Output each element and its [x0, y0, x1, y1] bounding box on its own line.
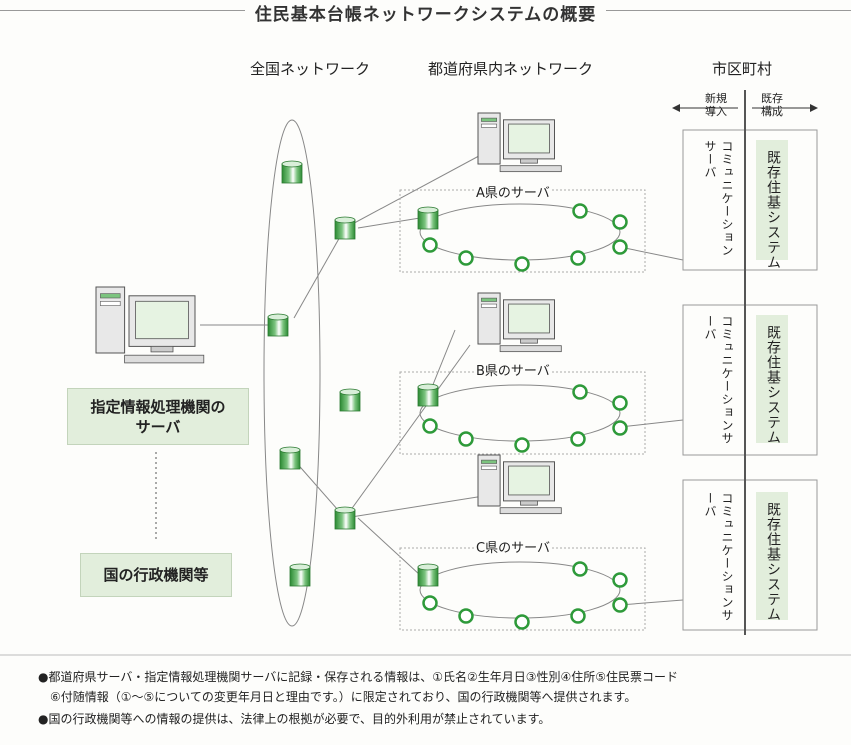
- communication-server-c: コミュニケーションサーバ: [703, 492, 734, 622]
- terminal-node-icon: [612, 239, 628, 255]
- terminal-node-icon: [570, 431, 586, 447]
- terminal-node-icon: [514, 614, 530, 630]
- router-icon: [279, 446, 301, 470]
- heading-prefectural-network: 都道府県内ネットワーク: [428, 60, 594, 78]
- router-icon: [334, 506, 356, 530]
- computer-icon: [477, 292, 562, 353]
- router-icon: [339, 388, 361, 412]
- municipal-box-b: [682, 304, 818, 456]
- diagram-title: 住民基本台帳ネットワークシステムの概要: [0, 0, 851, 25]
- router-icon: [334, 216, 356, 240]
- server-label-a: A県のサーバ: [474, 182, 552, 201]
- link-a-to-municipal: [619, 246, 684, 261]
- existing-panel-b: [756, 315, 788, 443]
- note-line-2: ⑥付随情報（①〜⑤についての変更年月日と理由です。）に限定されており、国の行政機…: [38, 690, 637, 704]
- terminal-node-icon: [422, 595, 438, 611]
- zone-prefecture-b: [399, 371, 646, 455]
- terminal-node-icon: [612, 597, 628, 613]
- zone-prefecture-a: [399, 189, 646, 273]
- link-c-server: [344, 494, 491, 519]
- computer-icon: [477, 454, 562, 515]
- computer-icon: [95, 286, 205, 364]
- router-icon: [267, 313, 289, 337]
- computer-icon: [477, 112, 562, 173]
- government-agencies-label: 国の行政機関等: [80, 553, 232, 597]
- link-c-to-municipal: [619, 599, 684, 606]
- heading-national-network: 全国ネットワーク: [250, 60, 371, 78]
- server-label-c: C県のサーバ: [474, 537, 552, 556]
- existing-system-a: 既存住基システム: [765, 150, 781, 270]
- terminal-node-icon: [422, 237, 438, 253]
- national-network-ring: [263, 119, 321, 627]
- terminal-node-icon: [572, 561, 588, 577]
- link-a-server: [344, 149, 491, 229]
- arrow-right-icon: [810, 104, 818, 112]
- terminal-node-icon: [612, 395, 628, 411]
- terminal-node-icon: [514, 256, 530, 272]
- central-server-label: 指定情報処理機関の サーバ: [67, 388, 249, 445]
- terminal-node-icon: [572, 203, 588, 219]
- link-national-to-a: [293, 227, 346, 319]
- link-a-ring: [357, 217, 421, 229]
- terminal-node-icon: [570, 250, 586, 266]
- note-line-1: ●都道府県サーバ・指定情報処理機関サーバに記録・保存される情報は、①氏名②生年月…: [38, 670, 679, 684]
- link-b-ring: [429, 329, 456, 393]
- router-icon: [289, 563, 311, 587]
- terminal-node-icon: [612, 420, 628, 436]
- router-icon: [417, 206, 439, 230]
- terminal-node-icon: [458, 431, 474, 447]
- terminal-node-icon: [612, 214, 628, 230]
- terminal-node-icon: [612, 572, 628, 588]
- zone-prefecture-c: [399, 547, 646, 631]
- link-c-ring: [357, 517, 421, 576]
- link-b-to-municipal: [619, 419, 684, 428]
- terminal-node-icon: [458, 250, 474, 266]
- arrow-left-icon: [672, 104, 680, 112]
- communication-server-a: コミュニケーションサーバ: [703, 140, 734, 257]
- terminal-node-icon: [514, 437, 530, 453]
- terminal-node-icon: [422, 418, 438, 434]
- heading-municipal: 市区町村: [712, 60, 773, 78]
- municipal-box-a: [682, 129, 818, 271]
- note-line-3: ●国の行政機関等への情報の提供は、法律上の根拠が必要で、目的外利用が禁止されてい…: [38, 712, 551, 726]
- terminal-node-icon: [458, 608, 474, 624]
- existing-panel-a: [756, 140, 788, 260]
- ring-prefecture-a: [419, 203, 621, 261]
- ring-prefecture-c: [419, 561, 621, 619]
- router-icon: [281, 160, 303, 184]
- router-icon: [417, 383, 439, 407]
- terminal-node-icon: [570, 608, 586, 624]
- municipal-box-c: [682, 479, 818, 631]
- existing-panel-c: [756, 492, 788, 620]
- ring-prefecture-b: [419, 384, 621, 442]
- communication-server-b: コミュニケーションサーバ: [703, 315, 734, 445]
- router-icon: [417, 563, 439, 587]
- server-label-b: B県のサーバ: [474, 360, 552, 379]
- terminal-node-icon: [572, 384, 588, 400]
- link-b-server: [344, 344, 471, 519]
- existing-system-b: 既存住基システム: [765, 325, 781, 445]
- existing-system-c: 既存住基システム: [765, 502, 781, 622]
